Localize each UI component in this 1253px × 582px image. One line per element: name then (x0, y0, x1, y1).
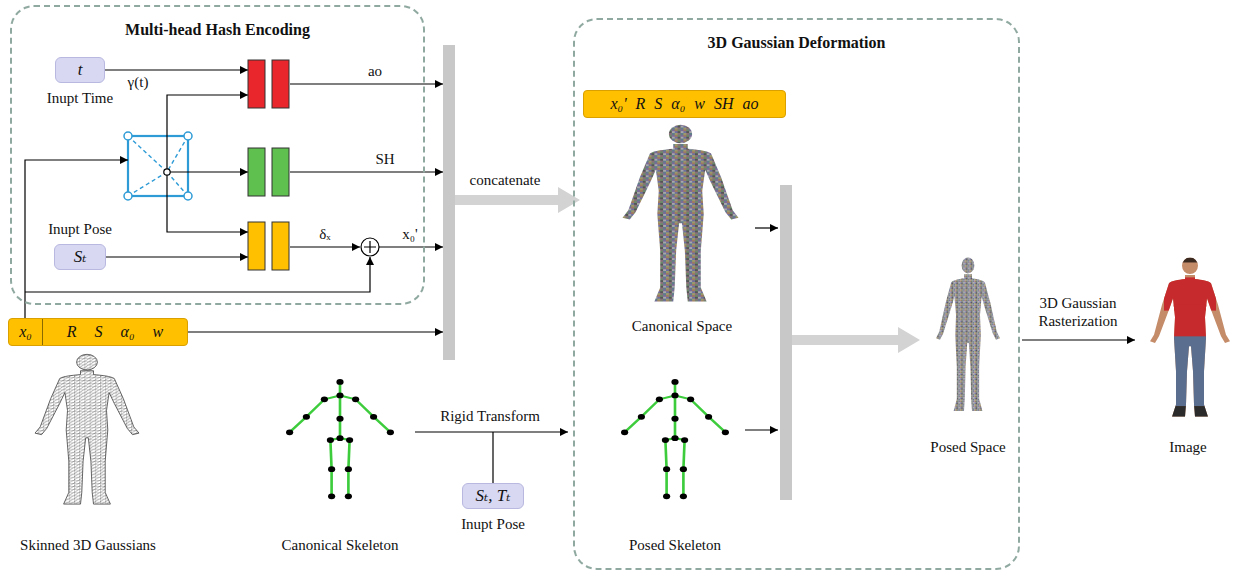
line-label: Rigid Transform (440, 407, 540, 425)
module-region: Multi-head Hash Encoding tInupt TimeInupt… (10, 5, 425, 305)
figure-label: Canonical Skeleton (281, 536, 398, 554)
wire (180, 331, 443, 332)
input-node: Inupt PoseSₜ (40, 220, 120, 270)
input-label: Inupt Pose (461, 515, 525, 533)
attribute-text: x₀' R S α₀ w SH ao (584, 95, 785, 113)
line-label: concatenate (470, 171, 541, 189)
attribute-text: R S α₀ w (43, 323, 187, 341)
attribute-bar: x₀' R S α₀ w SH ao (583, 90, 786, 118)
skeleton-figure (621, 379, 729, 499)
figure-label: Posed Space (930, 438, 1005, 456)
grid-vertex (184, 192, 192, 200)
flow-arrow (792, 327, 920, 353)
figure-label: Skinned 3D Gaussians (20, 536, 156, 554)
rendered-person (1140, 255, 1240, 421)
attribute-text: x₀ (9, 319, 43, 345)
wire (290, 171, 443, 172)
mlp-layer (272, 222, 289, 270)
input-node: tInupt Time (40, 57, 120, 107)
figure-label: Image (1169, 438, 1206, 456)
input-box: Sₜ, Tₜ (462, 483, 524, 509)
skeleton-figure (286, 379, 394, 499)
wire (379, 246, 443, 247)
wire (415, 431, 568, 432)
flow-arrow (455, 187, 580, 213)
line-label: x₀' (402, 225, 417, 243)
attribute-bar: x₀R S α₀ w (8, 318, 188, 346)
line-label: SH (375, 150, 394, 168)
input-label: Inupt Time (47, 89, 113, 107)
input-node: Sₜ, Tₜ Inupt Pose (453, 483, 533, 533)
region-title: Multi-head Hash Encoding (12, 21, 423, 39)
grid-sample-point (164, 169, 170, 175)
wire (167, 95, 248, 172)
line-label: ao (368, 62, 382, 80)
line-label: 3D Gaussian Rasterization (1018, 294, 1138, 330)
concat-bar (443, 45, 455, 360)
gaussian-figure (936, 257, 1000, 411)
input-label: Inupt Pose (48, 220, 112, 238)
input-box: Sₜ (54, 244, 106, 270)
wire (105, 69, 248, 70)
wire (492, 432, 493, 483)
skinned-mesh-figure (35, 354, 139, 504)
mlp-layer (248, 148, 265, 196)
gaussian-figure (623, 125, 739, 302)
add-symbol (361, 238, 379, 256)
wire (755, 227, 778, 228)
wire (167, 171, 248, 172)
mlp-heads (248, 60, 289, 270)
grid-vertex (124, 192, 132, 200)
grid-vertex (184, 132, 192, 140)
wire (1022, 339, 1135, 340)
mlp-layer (248, 60, 265, 108)
figure-label: Posed Skeleton (629, 536, 721, 554)
grid-vertex (124, 132, 132, 140)
wire (106, 256, 248, 257)
mlp-layer (248, 222, 265, 270)
grid-cell (128, 136, 188, 196)
input-box: t (55, 57, 105, 83)
figure-label: Canonical Space (632, 317, 732, 335)
mlp-layer (272, 60, 289, 108)
add-circle (361, 238, 379, 256)
symbol-label: γ(t) (128, 73, 149, 91)
wire (745, 429, 778, 430)
region-title: 3D Gaussian Deformation (575, 34, 1018, 52)
wires (25, 70, 1135, 483)
wire (290, 83, 443, 84)
module-region: 3D Gaussian Deformation x₀' R S α₀ w SH a… (573, 18, 1020, 570)
wire (25, 160, 128, 318)
line-label: δₓ (319, 225, 330, 243)
hash-grid (124, 132, 192, 200)
mlp-layer (272, 148, 289, 196)
merge-bar (780, 185, 792, 500)
wire (167, 172, 248, 232)
grid-diagonal (128, 136, 188, 196)
wire (290, 246, 360, 247)
add-cross (364, 241, 376, 253)
